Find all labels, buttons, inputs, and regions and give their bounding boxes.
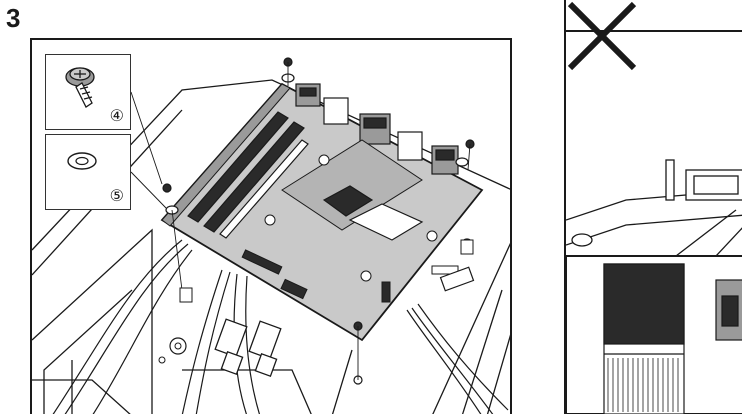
m2-connector bbox=[322, 185, 424, 241]
screw-guide-lines bbox=[130, 62, 471, 380]
right-illustration-panel bbox=[564, 0, 742, 414]
ribbon-connector-detail bbox=[603, 263, 685, 414]
motherboard-illustration bbox=[32, 57, 510, 414]
washer-icon bbox=[67, 152, 97, 170]
usb-plugs bbox=[214, 318, 282, 378]
x-mark-icon bbox=[567, 1, 637, 71]
inset-screw-detail: ④ bbox=[45, 54, 131, 130]
io-ports bbox=[295, 83, 459, 175]
main-illustration: ④ ⑤ bbox=[30, 38, 512, 414]
ribbon-plug-side bbox=[715, 279, 742, 341]
incorrect-installation-illustration bbox=[566, 159, 742, 414]
step-number: 3 bbox=[6, 3, 21, 33]
ribbon-contacts bbox=[607, 358, 679, 412]
memory-slots bbox=[187, 111, 309, 239]
chassis-outline bbox=[32, 79, 510, 414]
screw-icon bbox=[65, 67, 95, 108]
panel-divider bbox=[566, 30, 742, 32]
callout-screw-label: ④ bbox=[109, 108, 124, 125]
inset-washer-detail: ⑤ bbox=[45, 134, 131, 210]
callout-washer-label: ⑤ bbox=[109, 188, 124, 205]
